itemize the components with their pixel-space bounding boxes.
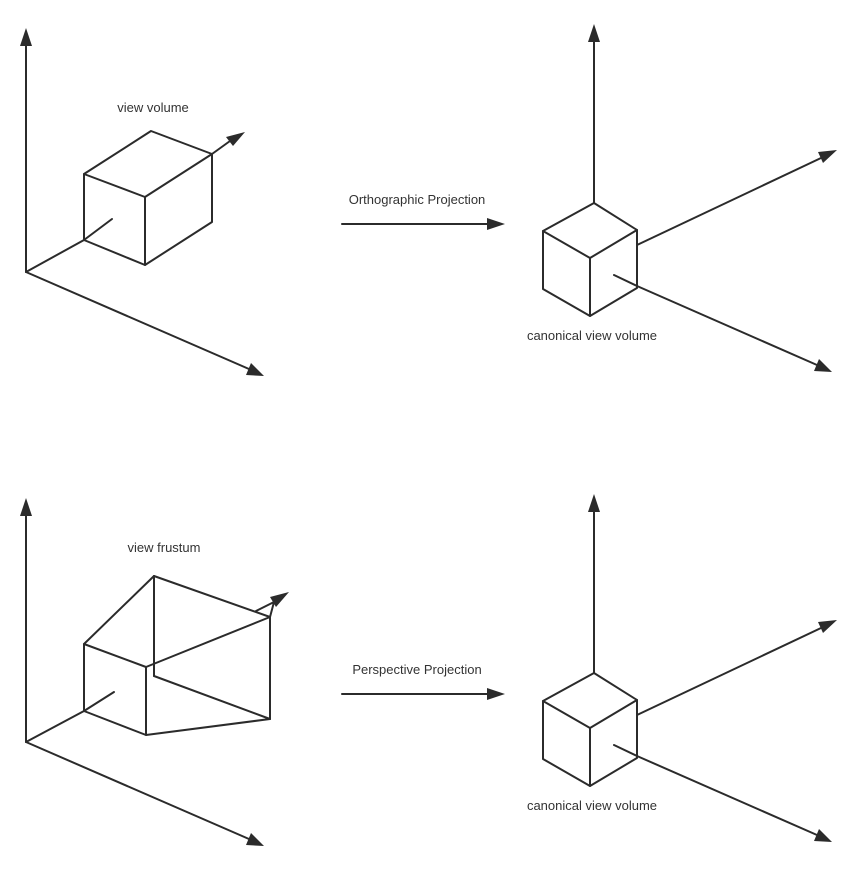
- frustum-top-back-edge: [153, 575, 271, 618]
- axis-z-back: [25, 710, 85, 743]
- box-front-face: [83, 173, 146, 266]
- canonical-view-volume-label: canonical view volume: [527, 328, 657, 343]
- axis-x: [636, 285, 818, 366]
- axis-y-arrowhead: [588, 494, 600, 512]
- bottom-right-axes: [588, 494, 837, 842]
- axis-z-front: [269, 601, 275, 618]
- axis-z-hidden: [83, 218, 113, 241]
- canonical-view-volume-label: canonical view volume: [527, 798, 657, 813]
- frustum-top-right-edge: [145, 616, 271, 668]
- frustum-bottom-edge: [145, 718, 271, 736]
- axis-z-back: [25, 239, 85, 273]
- view-frustum-label: view frustum: [128, 540, 201, 555]
- top-left-axes: [20, 28, 264, 376]
- top-right-axes: [588, 24, 837, 372]
- axis-x: [636, 755, 818, 836]
- frustum-near-face: [83, 643, 147, 736]
- cube-side-face: [589, 699, 638, 787]
- axis-x-hidden: [613, 744, 638, 757]
- axis-z: [636, 157, 822, 246]
- axis-x-arrowhead: [246, 363, 264, 376]
- view-frustum-shape: [83, 575, 271, 736]
- cube-front-face: [542, 230, 591, 317]
- axis-z-front: [211, 140, 231, 155]
- orthographic-arrow: [341, 218, 505, 230]
- orthographic-arrowhead: [487, 218, 505, 230]
- axis-x-arrowhead: [814, 359, 832, 372]
- axis-z-arrowhead: [226, 132, 245, 146]
- box-side-face: [144, 153, 213, 266]
- axis-z-arrowhead: [818, 620, 837, 633]
- axis-y-arrowhead: [20, 28, 32, 46]
- perspective-projection-label: Perspective Projection: [352, 662, 481, 677]
- axis-z-hidden: [83, 691, 115, 712]
- view-volume-box: [83, 130, 213, 266]
- cube-side-face: [589, 229, 638, 317]
- cube-front-face: [542, 700, 591, 787]
- axis-z: [636, 627, 822, 716]
- perspective-arrowhead: [487, 688, 505, 700]
- axis-x: [25, 741, 250, 840]
- bottom-left-axes: [20, 498, 289, 846]
- view-volume-label: view volume: [117, 100, 189, 115]
- perspective-arrow: [341, 688, 505, 700]
- axis-x-hidden: [613, 274, 638, 287]
- axis-x-arrowhead: [246, 833, 264, 846]
- axis-z-front: [255, 601, 275, 612]
- cube-top-face: [542, 202, 638, 259]
- frustum-hidden-bottom: [153, 675, 271, 720]
- canonical-cube-bottom: [542, 672, 638, 787]
- canonical-cube-top: [542, 202, 638, 317]
- axis-y-arrowhead: [588, 24, 600, 42]
- frustum-top-left-edge: [83, 575, 155, 645]
- axis-x: [25, 271, 250, 370]
- axis-x-arrowhead: [814, 829, 832, 842]
- box-top-face: [83, 130, 213, 198]
- axis-y-arrowhead: [20, 498, 32, 516]
- axis-z-arrowhead: [818, 150, 837, 163]
- axis-z-arrowhead: [270, 592, 289, 607]
- orthographic-projection-label: Orthographic Projection: [349, 192, 486, 207]
- cube-top-face: [542, 672, 638, 729]
